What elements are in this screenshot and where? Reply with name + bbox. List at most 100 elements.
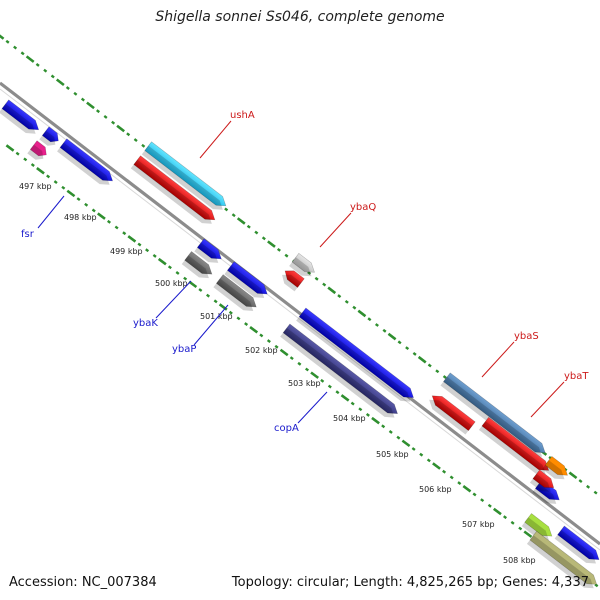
major-tick-mark	[267, 240, 276, 248]
minor-tick-mark	[284, 253, 289, 258]
minor-tick-mark	[480, 498, 485, 503]
tick-label: 501 kbp	[200, 312, 233, 321]
major-tick-mark	[432, 462, 441, 470]
major-tick-mark	[66, 189, 76, 198]
minor-tick-mark	[122, 231, 127, 236]
minor-tick-mark	[53, 180, 58, 184]
gene-arrow-lime-shape	[524, 513, 553, 537]
minor-tick-mark	[141, 143, 146, 148]
leader-line	[530, 381, 565, 418]
gene-arrow-light-ybaQ-shape	[291, 252, 315, 273]
minor-tick-mark	[107, 219, 112, 224]
gene-arrow-blue-1	[0, 99, 40, 134]
minor-tick-mark	[137, 242, 142, 247]
minor-tick-mark	[175, 271, 180, 275]
major-tick-mark	[86, 101, 95, 110]
minor-tick-mark	[449, 475, 454, 480]
minor-tick-mark	[20, 51, 25, 56]
minor-tick-mark	[350, 401, 355, 406]
gene-arrow-blue-5-shade	[296, 311, 411, 402]
minor-tick-mark	[510, 520, 515, 525]
gene-arrow-khaki-shade	[526, 535, 594, 589]
minor-tick-mark	[405, 346, 410, 351]
minor-tick-mark	[381, 424, 386, 429]
major-tick-mark	[357, 309, 367, 318]
gene-arrow-red-1-shade	[130, 159, 212, 224]
major-tick-mark	[55, 78, 65, 87]
map-title: Shigella sonnei Ss046, complete genome	[155, 9, 445, 25]
leader-line	[155, 280, 192, 319]
minor-tick-mark	[472, 492, 477, 497]
minor-tick-mark	[266, 339, 271, 344]
minor-tick-mark	[503, 515, 508, 520]
leader-line	[481, 341, 515, 378]
gene-arrow-red-3	[478, 416, 550, 475]
major-tick-mark	[218, 303, 228, 311]
minor-tick-mark	[224, 207, 229, 212]
gene-arrow-blue-7	[554, 525, 600, 564]
gene-arrow-blue-1-shape	[1, 99, 40, 131]
major-tick-mark	[188, 280, 198, 289]
tick-label: 507 kbp	[462, 520, 495, 529]
minor-tick-mark	[91, 208, 96, 213]
minor-tick-mark	[457, 481, 462, 485]
gene-arrow-blue-1-shade	[0, 103, 36, 134]
major-tick-mark	[568, 471, 578, 480]
tick-label: 508 kbp	[503, 556, 536, 565]
gene-arrow-red-4-shade	[529, 473, 551, 492]
minor-tick-mark	[213, 299, 218, 304]
minor-tick-mark	[442, 469, 447, 474]
major-tick-mark	[25, 55, 35, 63]
minor-tick-mark	[65, 86, 70, 90]
gene-arrow-red-ybaQ	[282, 270, 305, 292]
gene-arrow-cyan-ushA	[141, 141, 227, 210]
minor-tick-mark	[487, 503, 492, 508]
minor-tick-mark	[73, 91, 78, 96]
minor-tick-mark	[15, 151, 20, 156]
major-tick-mark	[340, 394, 350, 402]
major-tick-mark	[97, 212, 106, 220]
minor-tick-mark	[103, 114, 108, 119]
topology-text: Topology: circular; Length: 4,825,265 bp…	[231, 575, 589, 590]
gene-arrow-red-3-shape	[481, 416, 550, 471]
major-tick-mark	[387, 332, 397, 341]
tick-label: 506 kbp	[419, 485, 452, 494]
minor-tick-mark	[30, 163, 35, 167]
tick-label: 505 kbp	[376, 450, 409, 459]
gene-label-ybaQ: ybaQ	[350, 202, 376, 213]
minor-tick-mark	[593, 490, 598, 495]
minor-tick-mark	[594, 583, 599, 588]
minor-tick-mark	[126, 132, 131, 137]
minor-tick-mark	[397, 340, 402, 345]
gene-arrow-blue-3	[194, 238, 222, 263]
minor-tick-mark	[96, 109, 101, 114]
minor-tick-mark	[578, 479, 583, 483]
minor-tick-mark	[276, 247, 281, 252]
minor-tick-mark	[297, 361, 302, 366]
gene-arrow-blue-fsr-shape	[59, 138, 114, 182]
gene-arrow-red-ybaQ-shade	[282, 274, 302, 292]
minor-tick-mark	[259, 333, 264, 338]
tick-label: 500 kbp	[155, 279, 188, 288]
minor-tick-mark	[111, 120, 116, 125]
gene-arrow-cyan-ushA-shape	[144, 141, 227, 207]
gene-label-copA: copA	[274, 423, 299, 434]
gene-arrow-red-4	[529, 469, 555, 492]
minor-tick-mark	[335, 390, 340, 395]
gene-arrow-magenta-shape	[29, 140, 47, 157]
gene-label-ybaK: ybaK	[133, 318, 158, 329]
gene-arrow-gray-ybaP	[213, 274, 257, 311]
gene-label-ybaT: ybaT	[564, 371, 589, 382]
tick-label: 504 kbp	[333, 414, 366, 423]
gene-arrow-orange-ybaT-shade	[542, 460, 565, 480]
tick-label: 502 kbp	[245, 346, 278, 355]
minor-tick-mark	[114, 225, 119, 230]
minor-tick-mark	[374, 323, 379, 327]
minor-tick-mark	[152, 253, 157, 258]
major-tick-mark	[0, 34, 5, 40]
gene-arrow-blue-2-shade	[39, 130, 56, 146]
minor-tick-mark	[261, 236, 266, 241]
minor-tick-mark	[145, 248, 150, 253]
minor-tick-mark	[35, 62, 40, 67]
